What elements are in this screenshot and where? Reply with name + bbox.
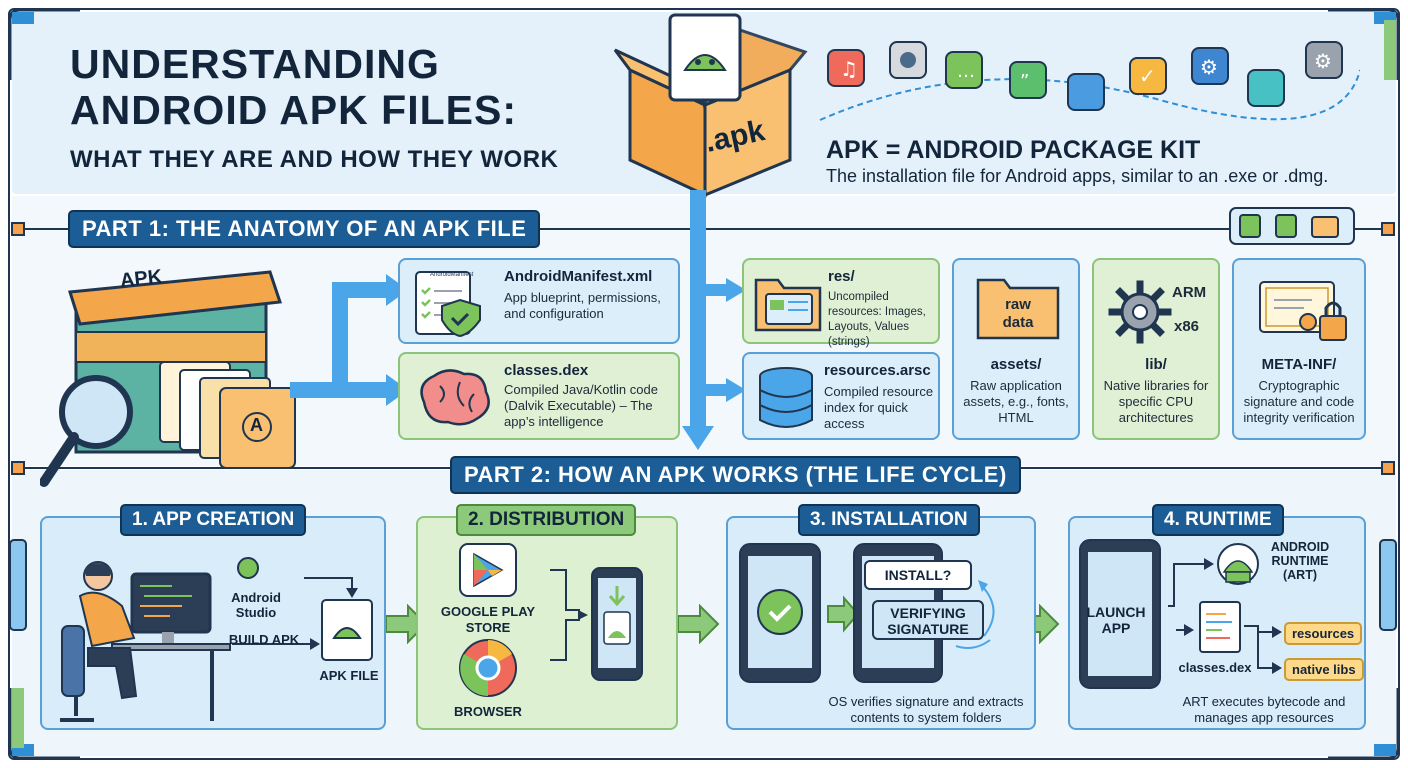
res-card: res/ Uncompiled resources: Images, Layou…: [742, 258, 940, 348]
lib-title: lib/: [1145, 356, 1167, 373]
svg-text:♫: ♫: [840, 57, 858, 81]
stage4-title: 4. RUNTIME: [1152, 504, 1284, 536]
raw-data-label: raw data: [1002, 296, 1034, 331]
manifest-doc-icon: [415, 271, 481, 338]
runtime-illustration: [1079, 539, 1282, 689]
assets-title: assets/: [990, 356, 1042, 373]
manifest-title: AndroidManifest.xml: [504, 268, 653, 285]
lib-text: Native libraries for specific CPU archit…: [1103, 378, 1209, 425]
database-icon: [759, 367, 813, 428]
install-prompt: INSTALL?: [864, 560, 972, 590]
browser-label: BROWSER: [454, 704, 522, 719]
brain-icon: [420, 369, 490, 426]
meta-inf-text: Cryptographic signature and code integri…: [1243, 378, 1355, 425]
classes-card: classes.dex Compiled Java/Kotlin code (D…: [398, 352, 680, 440]
apk-exploded-illustration: [40, 270, 296, 487]
meta-inf-card: META-INF/ Cryptographic signature and co…: [1232, 258, 1366, 440]
lib-card: ARM x86 lib/ Native libraries for specif…: [1092, 258, 1220, 440]
assets-card: raw data assets/ Raw application assets,…: [952, 258, 1080, 440]
stage3-title: 3. INSTALLATION: [798, 504, 980, 536]
manifest-text: App blueprint, permissions, and configur…: [504, 290, 661, 321]
gear-icon: [1108, 280, 1172, 344]
launch-app-label: LAUNCH APP: [1086, 604, 1146, 636]
part1-corner-icons: [1229, 207, 1355, 245]
part2-heading: PART 2: HOW AN APK WORKS (THE LIFE CYCLE…: [450, 456, 1021, 494]
apk-file-label: APK FILE: [319, 668, 379, 683]
developer-illustration: [60, 557, 373, 722]
resources-text: Compiled resource index for quick access: [824, 384, 934, 431]
assets-text: Raw application assets, e.g., fonts, HTM…: [963, 378, 1069, 425]
svg-text:”: ”: [1020, 71, 1029, 92]
stage1-title: 1. APP CREATION: [120, 504, 307, 536]
distribution-illustration: [459, 543, 643, 697]
art-label: ANDROID RUNTIME (ART): [1270, 540, 1330, 582]
google-play-label: GOOGLE PLAY STORE: [440, 604, 536, 635]
apk-box-icon: [613, 13, 808, 198]
classes-dex-label: classes.dex: [1178, 660, 1252, 675]
apk-exploded-label: APK: [118, 265, 164, 293]
apk-description: The installation file for Android apps, …: [826, 166, 1329, 186]
lib-x86-label: x86: [1174, 318, 1200, 335]
res-text: Uncompiled resources: Images, Layouts, V…: [828, 291, 926, 348]
subtitle: WHAT THEY ARE AND HOW THEY WORK: [70, 146, 559, 173]
installation-caption: OS verifies signature and extracts conte…: [828, 694, 1024, 725]
svg-text:⚙: ⚙: [1200, 55, 1218, 79]
classes-title: classes.dex: [504, 362, 589, 379]
apk-folder-letter: A: [250, 415, 263, 435]
stage2-title: 2. DISTRIBUTION: [456, 504, 637, 536]
android-studio-label: Android Studio: [231, 590, 281, 620]
res-title: res/: [828, 268, 855, 285]
meta-inf-title: META-INF/: [1261, 356, 1337, 373]
page-frame: [8, 8, 1400, 760]
runtime-caption: ART executes bytecode and manages app re…: [1182, 694, 1346, 725]
app-icons-stream: ♫ … ” ✓ ⚙ ⚙: [819, 41, 1360, 121]
svg-text:…: …: [957, 61, 975, 82]
title-line-2: ANDROID APK FILES:: [70, 87, 517, 133]
svg-text:✓: ✓: [1139, 64, 1156, 88]
part1-heading: PART 1: THE ANATOMY OF AN APK FILE: [68, 210, 541, 248]
manifest-card: AndroidManifest AndroidManifest.xml App …: [398, 258, 680, 344]
native-libs-tag: native libs: [1284, 658, 1364, 681]
resources-card: resources.arsc Compiled resource index f…: [742, 352, 940, 440]
svg-text:⚙: ⚙: [1314, 49, 1332, 73]
raw-data-folder-icon: [976, 278, 1060, 340]
certificate-lock-icon: [1259, 281, 1347, 341]
lib-arm-label: ARM: [1172, 284, 1207, 301]
flow-arrows: [290, 190, 746, 450]
manifest-doc-label: AndroidManifest: [430, 272, 474, 278]
title-line-1: UNDERSTANDING: [70, 41, 440, 87]
verifying-signature-box: VERIFYING SIGNATURE: [872, 600, 984, 640]
classes-text: Compiled Java/Kotlin code (Dalvik Execut…: [504, 382, 658, 429]
build-apk-label: BUILD APK: [228, 632, 300, 647]
apk-definition: APK = ANDROID PACKAGE KIT: [826, 136, 1201, 164]
resources-title: resources.arsc: [824, 362, 931, 379]
folder-icon: [754, 278, 822, 332]
resources-tag: resources: [1284, 622, 1363, 645]
